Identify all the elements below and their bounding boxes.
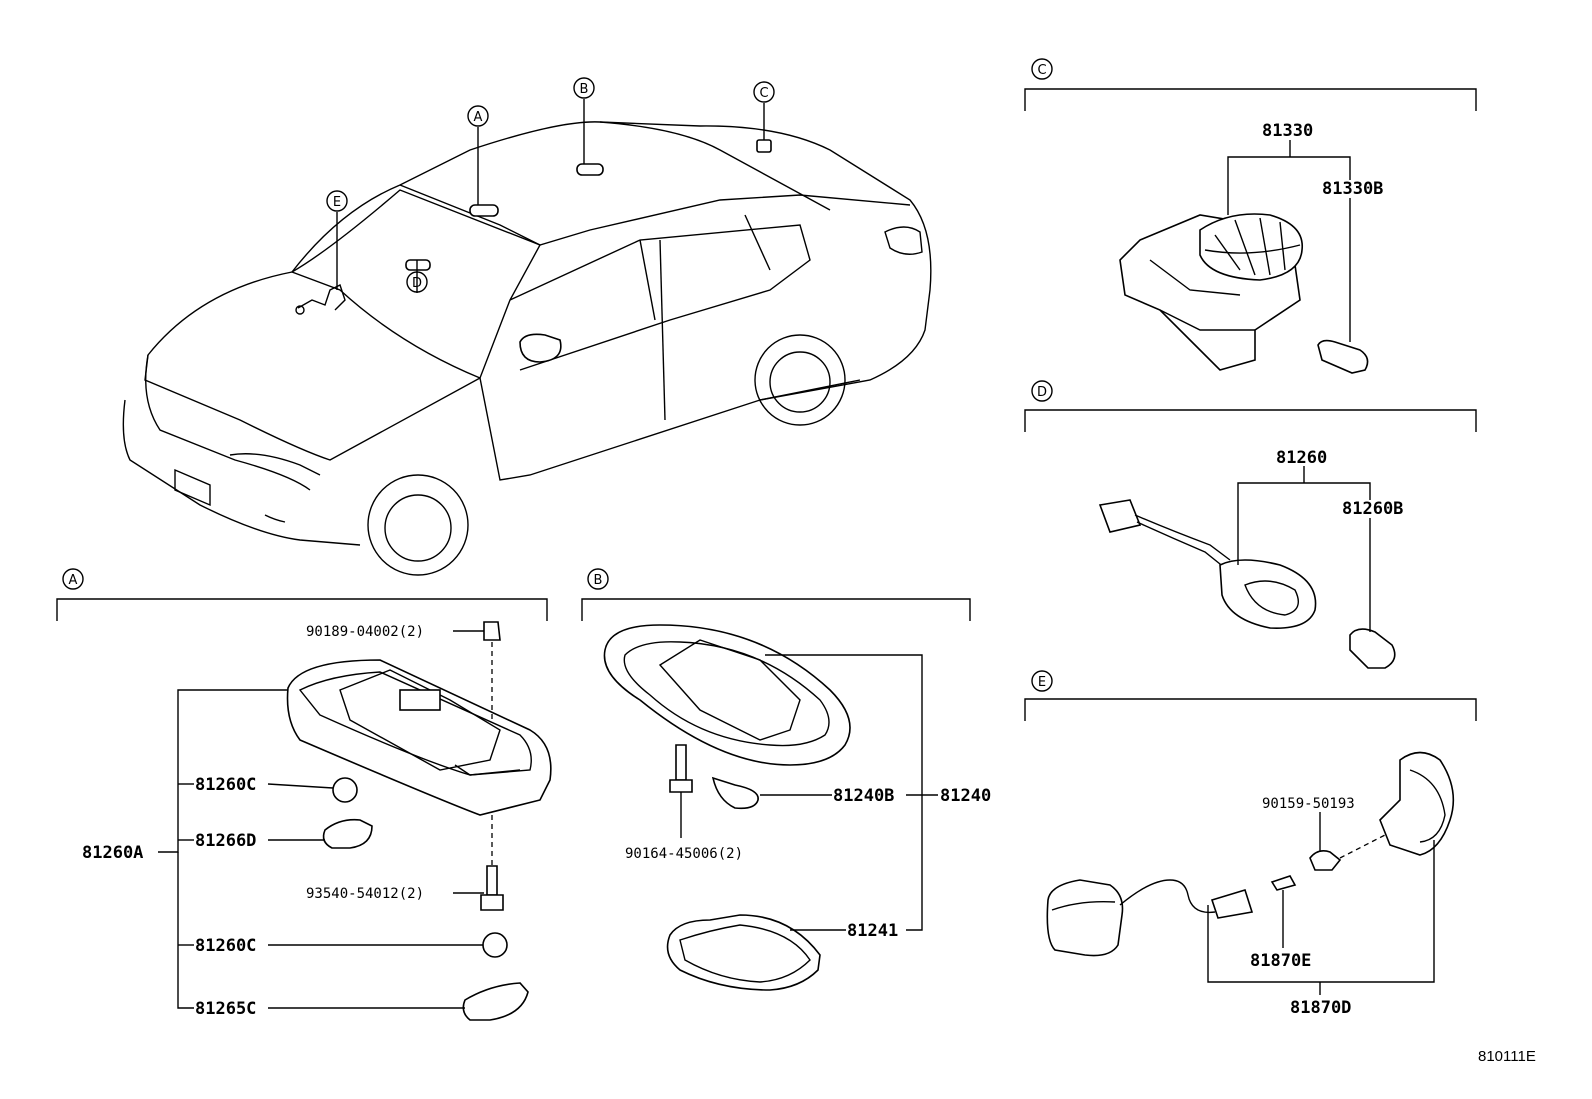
- section-b: B 90164-45006(2) 81240B 81240 81241: [581, 568, 991, 991]
- label-81330b: 81330B: [1322, 179, 1383, 199]
- label-90164-45006: 90164-45006(2): [625, 846, 743, 862]
- svg-text:A: A: [474, 110, 483, 125]
- svg-text:D: D: [412, 276, 422, 291]
- label-81260c-2: 81260C: [195, 936, 256, 956]
- callout-c: C: [753, 81, 775, 103]
- callout-d: D: [406, 271, 428, 293]
- label-81260a: 81260A: [82, 843, 143, 863]
- label-81266d: 81266D: [195, 831, 256, 851]
- section-a-letter: A: [69, 573, 78, 588]
- callout-e: E: [326, 190, 348, 212]
- section-d-letter: D: [1037, 385, 1047, 400]
- label-81241: 81241: [847, 921, 898, 941]
- label-81265c: 81265C: [195, 999, 256, 1019]
- section-e-letter: E: [1038, 675, 1046, 690]
- section-a: A 90189-04002(2) 93540-54012(2): [56, 568, 552, 1021]
- section-c: C 81330 81330B: [1024, 58, 1477, 374]
- label-93540-54012: 93540-54012(2): [306, 886, 424, 902]
- label-90159-50193: 90159-50193: [1262, 796, 1355, 812]
- section-b-letter: B: [594, 573, 603, 588]
- car-illustration: A B C D E: [122, 77, 932, 576]
- svg-text:E: E: [333, 195, 341, 210]
- section-d: D 81260 81260B: [1024, 380, 1477, 669]
- label-81870d: 81870D: [1290, 998, 1351, 1018]
- label-81240b: 81240B: [833, 786, 894, 806]
- label-81870e: 81870E: [1250, 951, 1311, 971]
- svg-text:C: C: [759, 86, 768, 101]
- section-e: E 90159-50193 81870E 81870D: [1024, 670, 1477, 1018]
- label-90189-04002: 90189-04002(2): [306, 624, 424, 640]
- label-81260: 81260: [1276, 448, 1327, 468]
- callout-a: A: [467, 105, 489, 127]
- diagram-id: 810111E: [1478, 1048, 1536, 1065]
- label-81260c-1: 81260C: [195, 775, 256, 795]
- label-81260b: 81260B: [1342, 499, 1403, 519]
- callout-b: B: [573, 77, 595, 99]
- label-81240: 81240: [940, 786, 991, 806]
- label-81330: 81330: [1262, 121, 1313, 141]
- section-c-letter: C: [1037, 63, 1046, 78]
- svg-text:B: B: [580, 82, 589, 97]
